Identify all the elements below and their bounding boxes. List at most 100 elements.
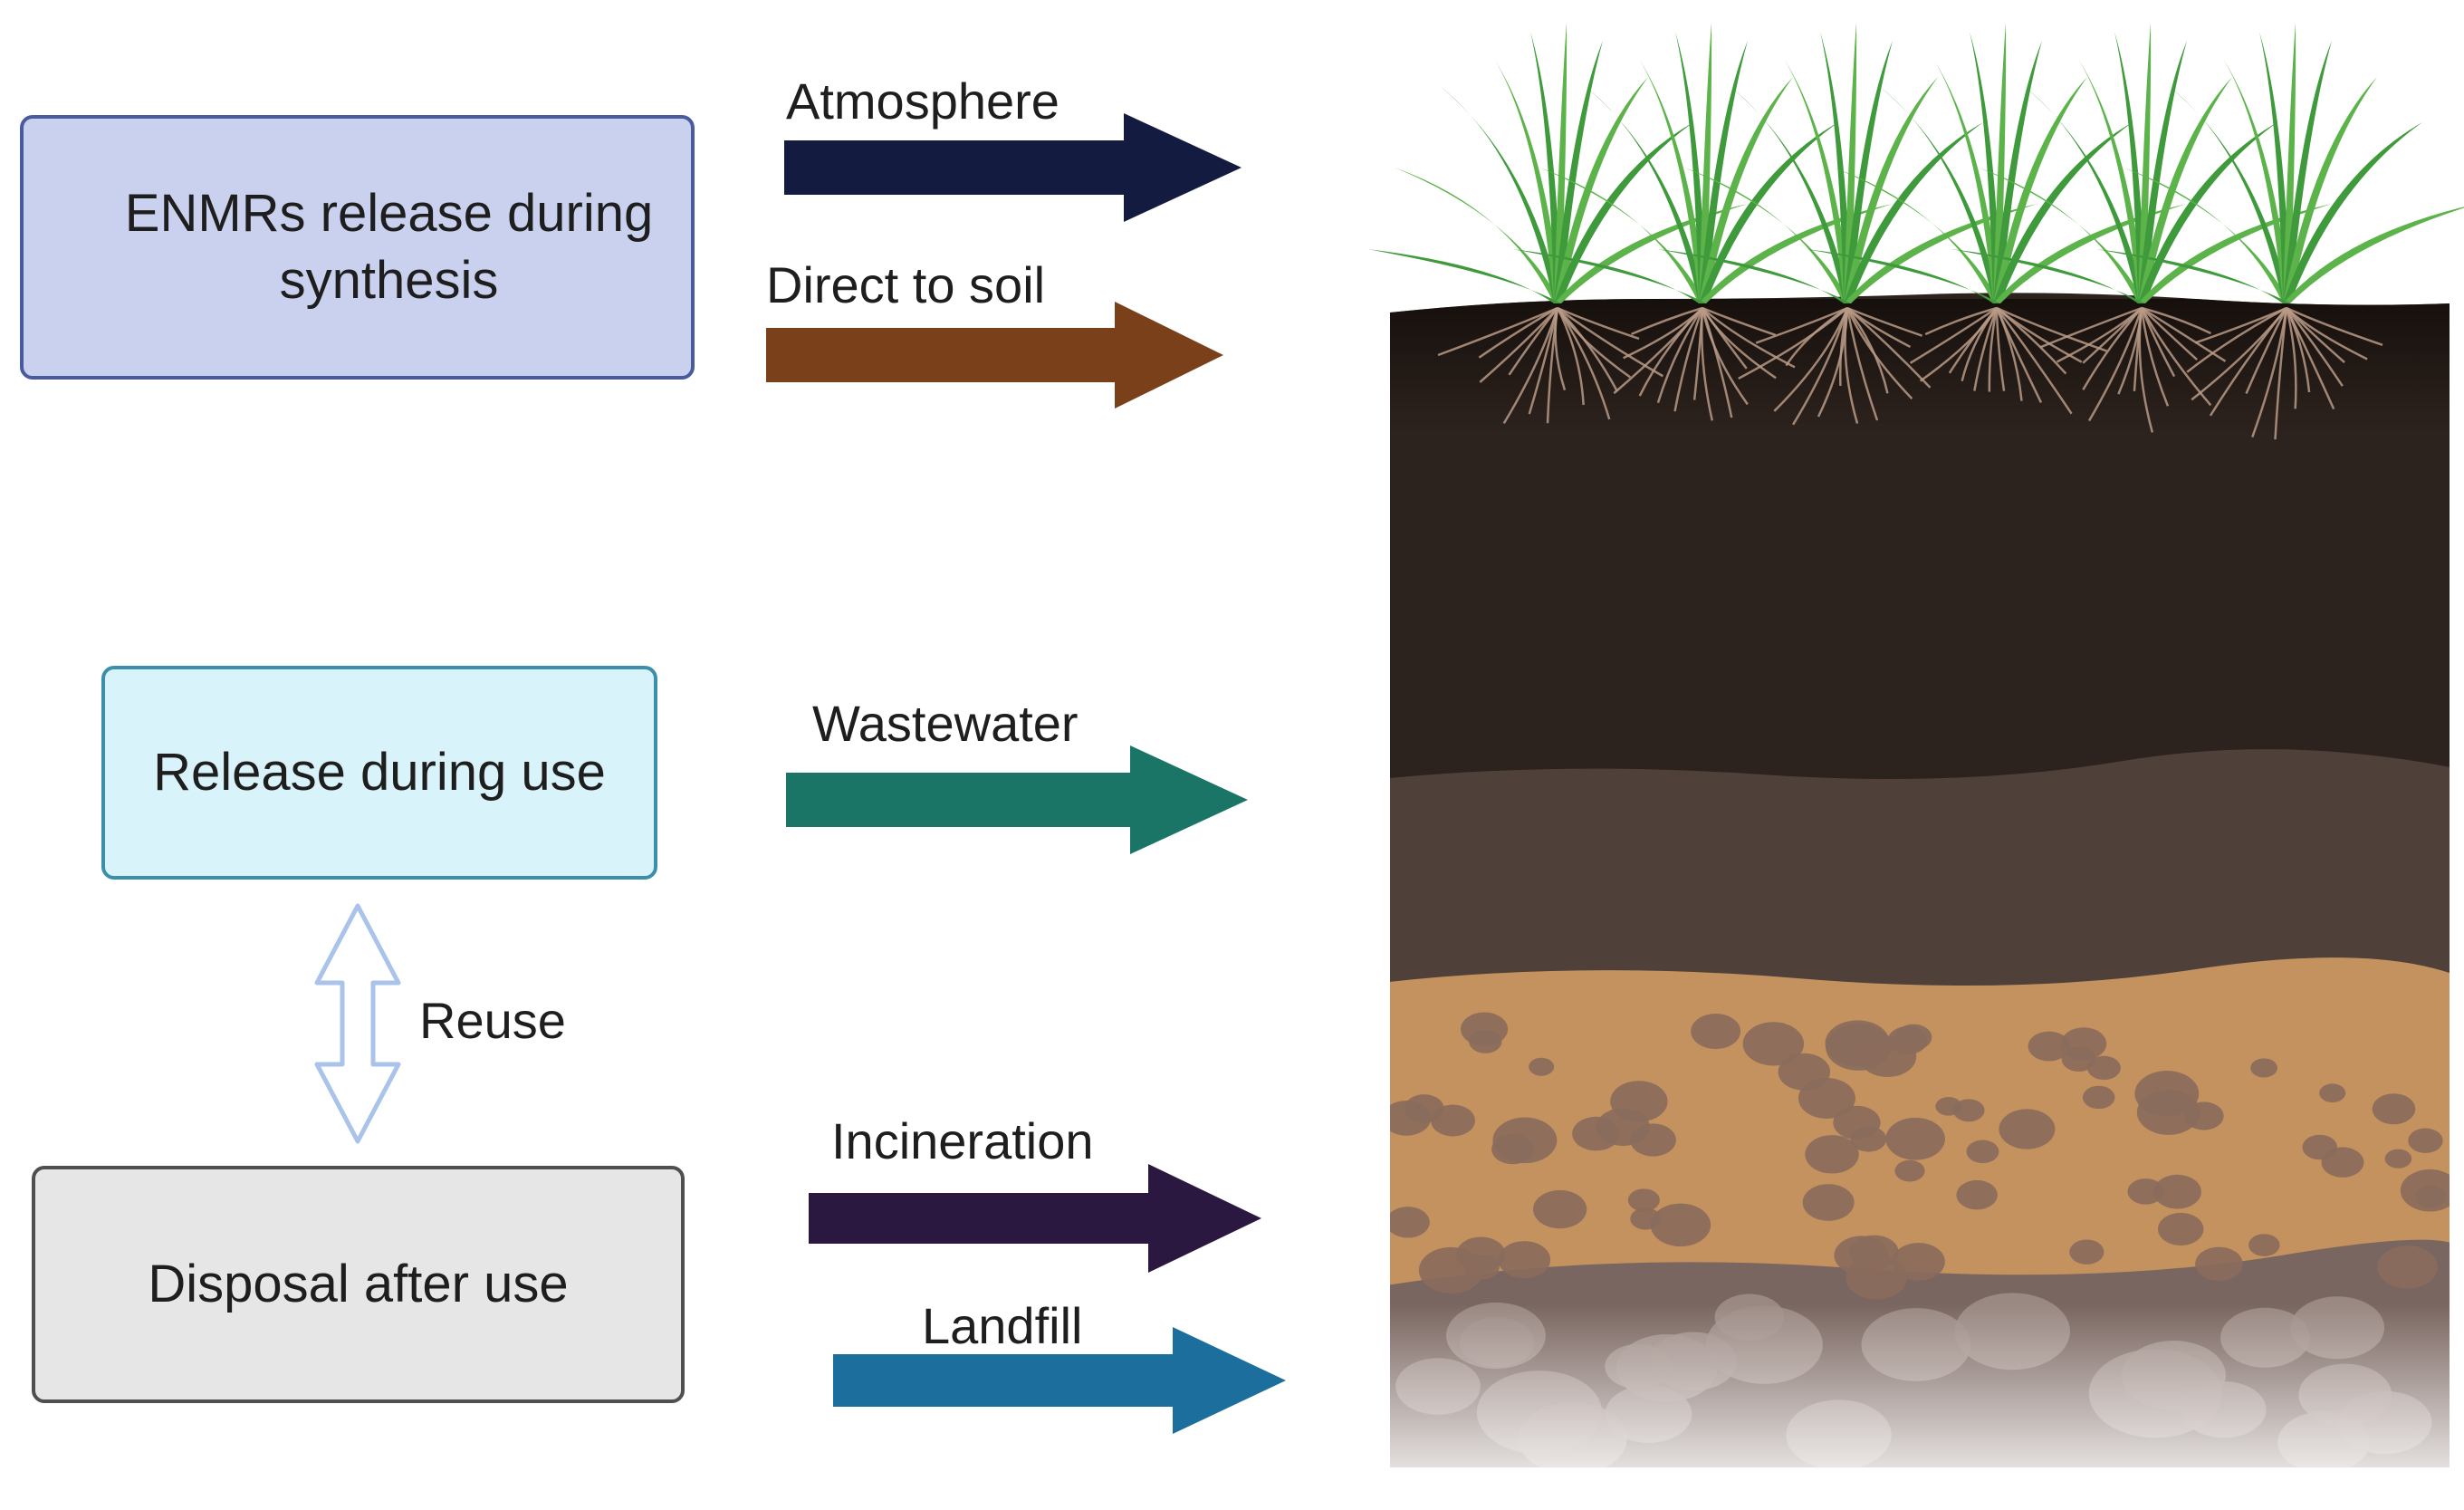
root-strand (1846, 307, 1912, 349)
root-strand (1556, 307, 1632, 379)
root-strand (2138, 307, 2154, 433)
root-strand (2087, 307, 2143, 422)
root-strand (1846, 307, 1913, 400)
grass-blade (2138, 23, 2152, 303)
root-strand (1909, 306, 1998, 364)
root-strand (2285, 307, 2335, 410)
root-strand (1988, 307, 1999, 392)
root-strand (1557, 306, 1640, 341)
root-strand (1508, 307, 1558, 376)
root-strand (2274, 307, 2288, 440)
wastewater-label: Wastewater (812, 695, 1079, 752)
root-strand (1701, 307, 1777, 380)
use-release-label: Release during use (153, 743, 606, 802)
grass-blade (2259, 32, 2290, 303)
grass-tuft (1807, 23, 2187, 303)
grass-blade (1675, 32, 1706, 303)
root-strand (1973, 307, 1999, 391)
use-release-box: Release during use (101, 666, 657, 880)
root-strand (1846, 307, 1879, 421)
root-strand (2082, 307, 2143, 390)
grass-blade (1993, 41, 2042, 303)
incineration-arrow (809, 1164, 1261, 1273)
root-strand (1702, 306, 1777, 337)
plant-roots (1437, 306, 2383, 440)
direct-to-soil-label: Direct to soil (766, 256, 1046, 313)
grass-blade (2283, 122, 2422, 303)
grass-blade (1440, 86, 1561, 303)
grass-blade (1530, 32, 1561, 303)
root-strand (1638, 307, 1703, 397)
root-cluster (1613, 306, 1796, 421)
grass-plants (1367, 23, 2464, 303)
root-strand (1656, 307, 1704, 403)
root-strand (1528, 307, 1559, 415)
reuse-double-arrow (314, 903, 401, 1144)
direct-to-soil-arrow (766, 302, 1223, 409)
root-strand (1995, 307, 2006, 391)
grass-blade (2283, 41, 2332, 303)
synthesis-release-label: ENMRs release during synthesis (124, 184, 654, 310)
soil-profile-illustration (1367, 23, 2464, 1510)
root-strand (1701, 307, 1749, 406)
root-strand (1437, 306, 1558, 357)
root-strand (1792, 307, 1849, 426)
grass-tuft (1657, 23, 2037, 303)
root-cluster (2039, 306, 2227, 433)
root-cluster (1437, 306, 1664, 425)
root-strand (1995, 307, 2073, 415)
root-strand (2140, 307, 2170, 407)
root-cluster (2186, 306, 2383, 440)
grass-blade (1585, 86, 1706, 303)
grass-blade (2114, 32, 2145, 303)
root-cluster (1909, 306, 2107, 415)
root-strand (1557, 306, 1664, 378)
incineration-label: Incineration (831, 1112, 1094, 1169)
grass-blade (1844, 41, 1893, 303)
grass-tuft (1951, 23, 2332, 303)
root-strand (1785, 306, 1848, 367)
synthesis-release-box: ENMRs release during synthesis (20, 115, 695, 380)
root-strand (1702, 307, 1796, 369)
disposal-box: Disposal after use (32, 1166, 685, 1403)
root-strand (1846, 306, 1923, 337)
root-strand (1673, 307, 1704, 412)
landfill-arrow (833, 1327, 1286, 1434)
grass-blade (1879, 86, 2000, 303)
root-strand (1701, 307, 1713, 421)
grass-blade (1730, 86, 1851, 303)
grass-blade (1699, 23, 1712, 303)
grass-blade (1699, 41, 1748, 303)
grass-blade (2169, 86, 2290, 303)
reuse-label: Reuse (419, 992, 566, 1049)
grass-blade (1554, 23, 1568, 303)
grass-blade (1820, 32, 1851, 303)
root-strand (2186, 306, 2287, 373)
grass-blade (1554, 122, 1693, 303)
root-strand (1556, 307, 1585, 406)
wastewater-arrow (786, 745, 1248, 854)
disposal-label: Disposal after use (148, 1255, 569, 1313)
grass-blade (2283, 23, 2296, 303)
root-strand (2285, 307, 2297, 409)
root-strand (1755, 306, 1848, 344)
grass-blade (1554, 41, 1603, 303)
grass-blade (1844, 23, 1857, 303)
root-strand (2141, 307, 2199, 361)
grass-blade (1993, 23, 2007, 303)
root-strand (1631, 306, 1703, 336)
landfill-label: Landfill (922, 1297, 1083, 1354)
root-strand (1995, 307, 2043, 403)
grass-tuft (1367, 23, 1748, 303)
root-strand (2286, 307, 2344, 387)
soil-fade (1381, 1304, 2464, 1510)
root-strand (2140, 307, 2212, 407)
root-strand (2141, 306, 2212, 335)
grass-blade (1699, 122, 1838, 303)
root-strand (2286, 306, 2383, 346)
grass-blade (1970, 32, 2000, 303)
root-strand (2141, 306, 2227, 362)
atmosphere-arrow (784, 113, 1242, 222)
root-strand (2286, 307, 2368, 361)
